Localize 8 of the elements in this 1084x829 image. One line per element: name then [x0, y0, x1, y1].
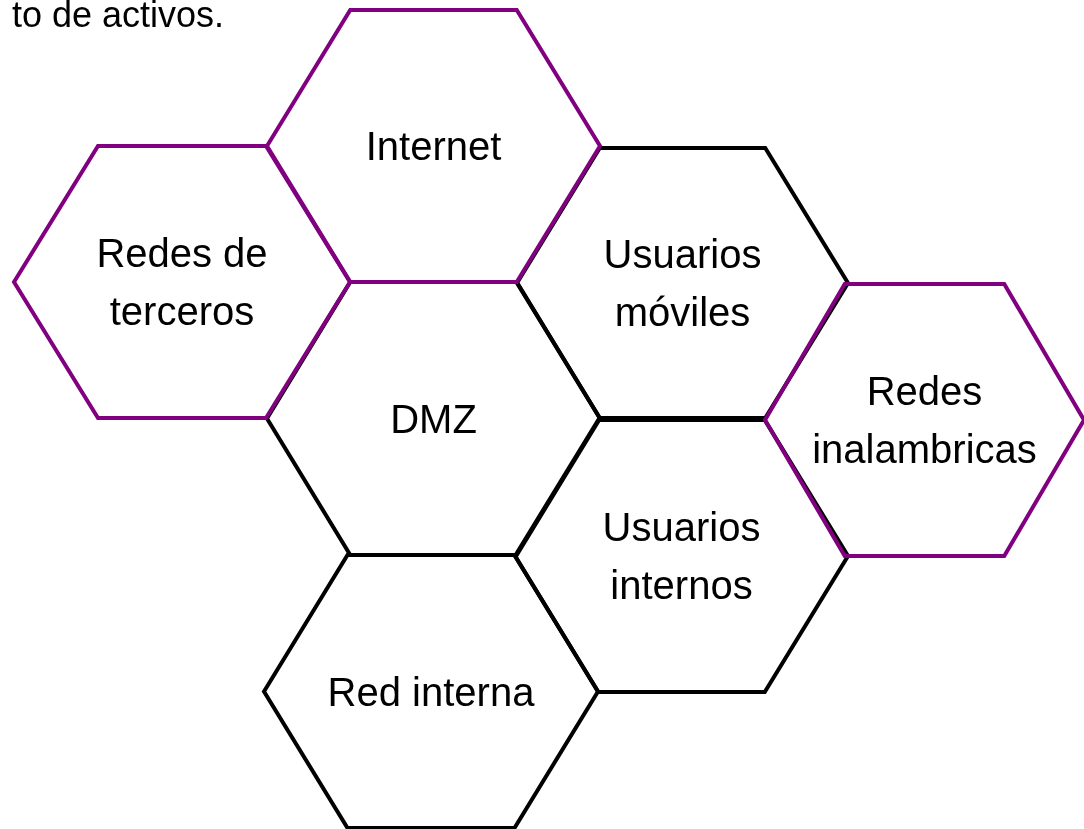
hexagon-label: DMZ — [390, 395, 477, 443]
hexagon-label: Red interna — [327, 668, 535, 716]
hexagon-label: Usuarios internos — [601, 504, 762, 609]
hexagon-label: Internet — [365, 123, 502, 170]
hexagon-label: Redes de terceros — [95, 230, 269, 335]
cut-off-text: to de activos. — [12, 0, 225, 36]
hexagon-label: Redes inalambricas — [811, 368, 1038, 473]
hexagon-label: Usuarios móviles — [602, 231, 763, 336]
